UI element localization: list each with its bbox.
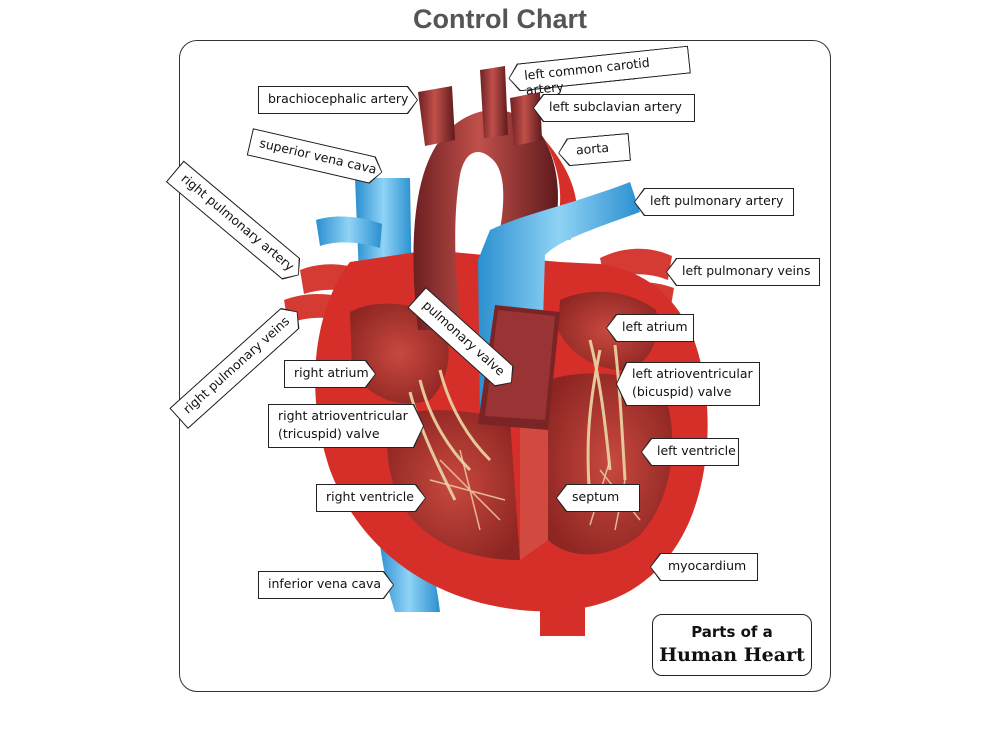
label-left-subclavian-artery: left subclavian artery xyxy=(533,94,695,122)
left-atrium-chamber xyxy=(558,291,658,371)
right-pulmonary-artery-vessel xyxy=(316,216,382,248)
right-ventricle-chamber xyxy=(387,410,520,560)
left-common-carotid-artery-vessel xyxy=(480,66,508,138)
page-title: Control Chart xyxy=(413,4,587,34)
label-inferior-vena-cava: inferior vena cava xyxy=(258,571,394,599)
brachiocephalic-artery-vessel xyxy=(418,86,455,146)
label-left-atrium: left atrium xyxy=(606,314,694,342)
diagram-title-box: Parts of a Human Heart xyxy=(652,614,812,676)
label-septum: septum xyxy=(556,484,640,512)
label-myocardium: myocardium xyxy=(650,553,758,581)
label-left-atrioventricular-valve: left atrioventricular (bicuspid) valve xyxy=(616,362,760,406)
title-line-1: Parts of a xyxy=(691,623,773,641)
label-brachiocephalic-artery: brachiocephalic artery xyxy=(258,86,418,114)
label-right-atrioventricular-valve: right atrioventricular (tricuspid) valve xyxy=(268,404,424,448)
label-right-ventricle: right ventricle xyxy=(316,484,426,512)
aorta-vessel xyxy=(413,110,558,330)
label-left-pulmonary-veins: left pulmonary veins xyxy=(666,258,820,286)
label-left-pulmonary-artery: left pulmonary artery xyxy=(634,188,794,216)
label-right-atrium: right atrium xyxy=(284,360,376,388)
title-line-2: Human Heart xyxy=(659,644,805,666)
left-subclavian-artery-vessel xyxy=(510,92,542,146)
label-left-ventricle: left ventricle xyxy=(641,438,739,466)
